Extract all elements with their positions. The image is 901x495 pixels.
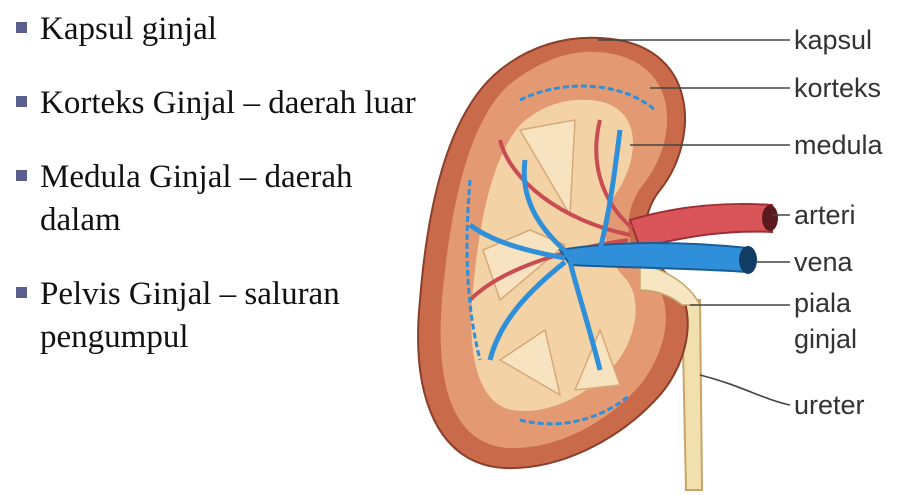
vein-opening [739, 246, 757, 274]
label-piala: piala [794, 288, 852, 318]
label-medula: medula [794, 130, 884, 160]
label-korteks: korteks [794, 73, 881, 103]
label-ureter: ureter [794, 390, 865, 420]
label-ginjal: ginjal [794, 324, 857, 354]
artery-opening [762, 205, 778, 231]
label-vena: vena [794, 247, 854, 277]
label-kapsul: kapsul [794, 25, 872, 55]
renal-artery [630, 204, 772, 248]
label-arteri: arteri [794, 200, 856, 230]
ureter-leader-line [700, 375, 790, 405]
